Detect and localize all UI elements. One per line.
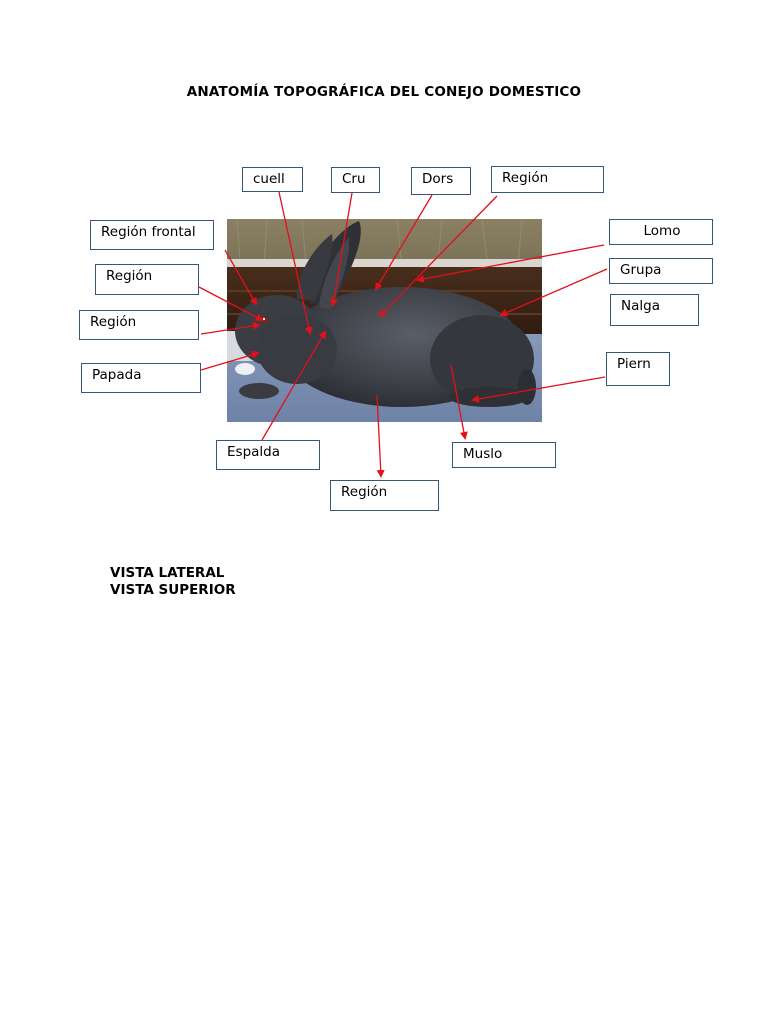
label-region-ocular: Región	[95, 264, 199, 295]
label-pierna: Piern	[606, 352, 670, 386]
view-superior: VISTA SUPERIOR	[110, 581, 236, 598]
label-espalda: Espalda	[216, 440, 320, 470]
view-lateral: VISTA LATERAL	[110, 565, 225, 581]
label-papada: Papada	[81, 363, 201, 393]
label-dorso: Dors	[411, 167, 471, 195]
view-list: VISTA LATERAL VISTA SUPERIOR	[110, 565, 236, 598]
label-cuello: cuell	[242, 167, 303, 192]
label-region-bottom: Región	[330, 480, 439, 511]
label-region-frontal: Región frontal	[90, 220, 214, 250]
label-region-top: Región	[491, 166, 604, 193]
page-title: ANATOMÍA TOPOGRÁFICA DEL CONEJO DOMESTIC…	[186, 84, 582, 100]
label-nalga: Nalga	[610, 294, 699, 326]
label-grupa: Grupa	[609, 258, 713, 284]
rabbit-photo	[227, 219, 542, 422]
label-lomo: Lomo	[609, 219, 713, 245]
label-cruz: Cru	[331, 167, 380, 193]
label-muslo: Muslo	[452, 442, 556, 468]
label-region-nasal: Región	[79, 310, 199, 340]
